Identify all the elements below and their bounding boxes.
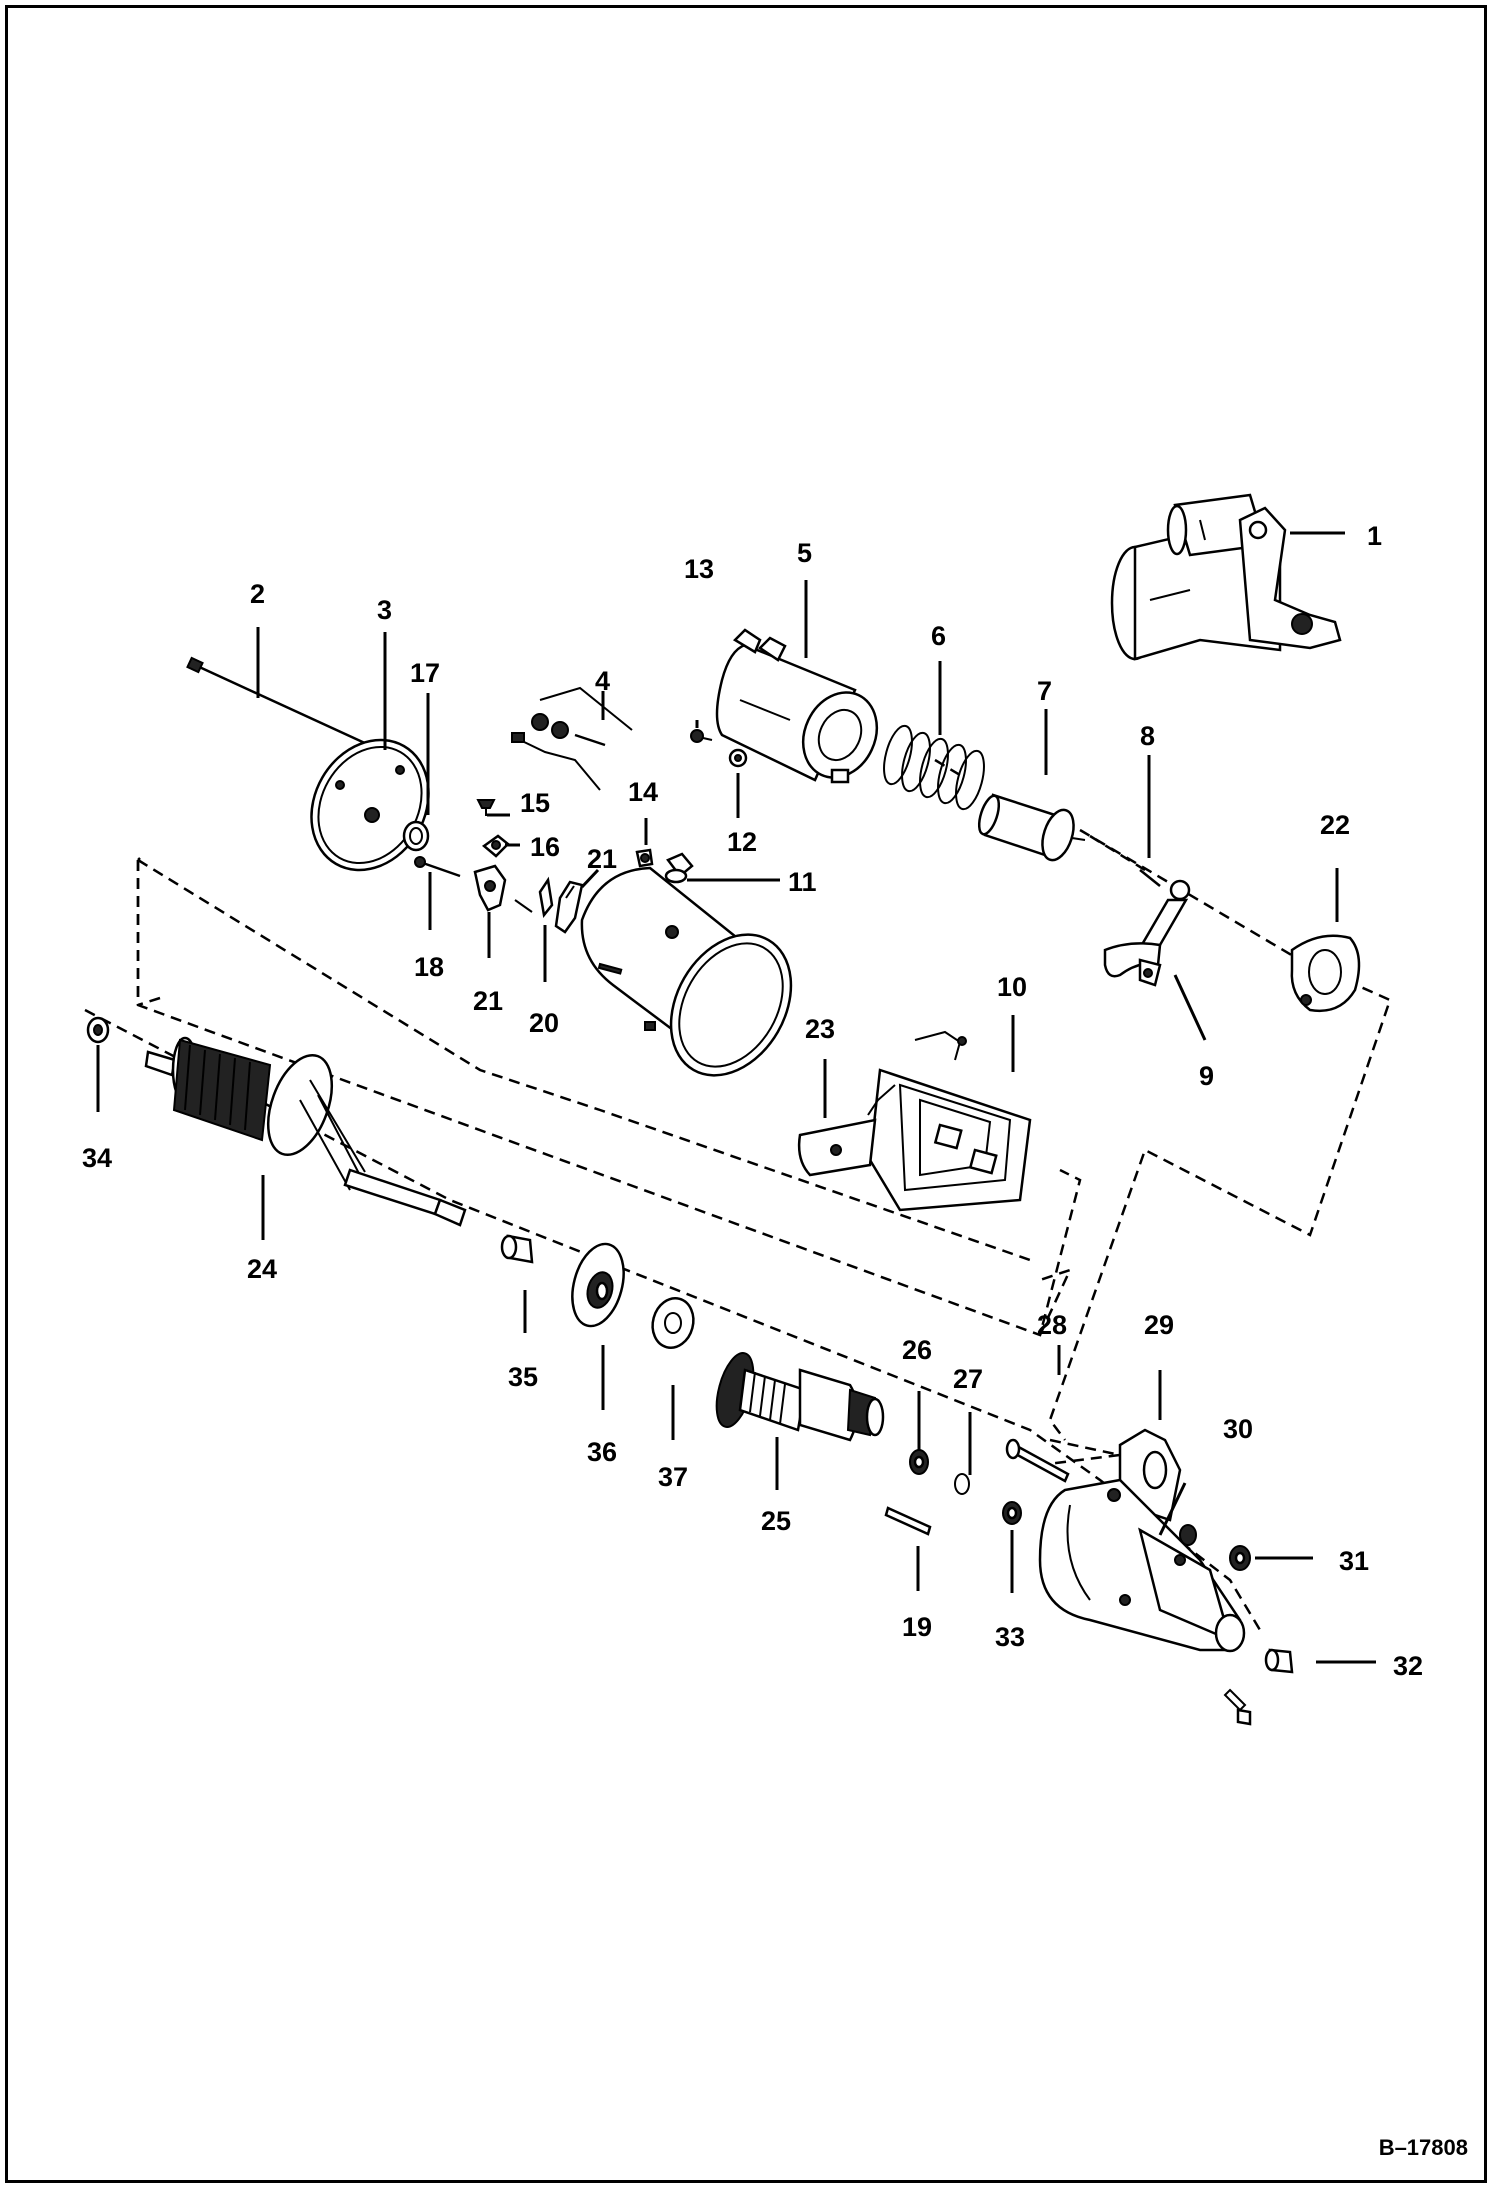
callout-25: 25 <box>761 1506 791 1536</box>
callout-18: 18 <box>414 952 444 982</box>
brush-plate-part <box>867 1030 1032 1212</box>
diagram-frame <box>5 5 1487 2183</box>
callout-34: 34 <box>82 1143 112 1173</box>
brush-21-part <box>554 880 584 934</box>
lead-kit-part <box>511 686 633 791</box>
callout-36: 36 <box>587 1437 617 1467</box>
screw-15-part <box>476 799 496 816</box>
nut-31-part <box>1229 1545 1251 1571</box>
callout-13: 13 <box>684 554 714 584</box>
shift-lever-part <box>1103 879 1191 987</box>
callout-31: 31 <box>1339 1546 1369 1576</box>
brush-holder-21-part <box>473 864 533 913</box>
callout-10: 10 <box>997 972 1027 1002</box>
drive-assembly-part <box>715 1352 885 1442</box>
nut-13-part <box>690 729 713 743</box>
spring-20-part <box>538 876 554 918</box>
callout-8: 8 <box>1140 721 1155 751</box>
washer-12-part <box>728 748 748 768</box>
solenoid-part <box>715 628 879 784</box>
field-frame-part <box>580 866 793 1077</box>
callout-22: 22 <box>1320 810 1350 840</box>
callout-35: 35 <box>508 1362 538 1392</box>
o-ring-part <box>402 820 430 852</box>
washer-37-part <box>651 1297 695 1349</box>
washer-30-part <box>1179 1524 1197 1546</box>
nut-14-part <box>635 848 654 868</box>
callout-21-upper: 21 <box>587 844 617 874</box>
pin-19-part <box>884 1506 932 1536</box>
callout-24: 24 <box>247 1254 277 1284</box>
screw-18-part <box>414 856 461 878</box>
callout-32: 32 <box>1393 1651 1423 1681</box>
stop-collar-26-part <box>909 1449 929 1475</box>
callout-9: 9 <box>1199 1061 1214 1091</box>
callout-23: 23 <box>805 1014 835 1044</box>
bearing-35-part <box>500 1234 534 1264</box>
armature-part <box>144 1036 467 1227</box>
bushing-34-part <box>86 1016 110 1044</box>
callout-2: 2 <box>250 579 265 609</box>
bushing-32-part <box>1223 1648 1294 1726</box>
callout-17: 17 <box>410 658 440 688</box>
washer-16-part <box>481 834 510 858</box>
ring-27-part <box>954 1473 970 1495</box>
callout-19: 19 <box>902 1612 932 1642</box>
reference-code: B–17808 <box>1379 2135 1468 2160</box>
callout-12: 12 <box>727 827 757 857</box>
callout-30: 30 <box>1223 1414 1253 1444</box>
callout-1: 1 <box>1367 521 1382 551</box>
pin-8-part <box>1139 869 1161 887</box>
callout-21-lower: 21 <box>473 986 503 1016</box>
leader-lines <box>96 531 1376 1664</box>
callout-14: 14 <box>628 777 658 807</box>
callout-28: 28 <box>1037 1310 1067 1340</box>
callout-27: 27 <box>953 1364 983 1394</box>
callout-37: 37 <box>658 1462 688 1492</box>
callout-20: 20 <box>529 1008 559 1038</box>
callout-6: 6 <box>931 621 946 651</box>
through-bolt-part <box>186 656 381 752</box>
pole-shoe-part <box>797 1118 877 1177</box>
boot-11-part <box>664 852 694 884</box>
callout-11: 11 <box>788 867 817 897</box>
callout-26: 26 <box>902 1335 932 1365</box>
plunger-part <box>977 793 1086 862</box>
callout-15: 15 <box>520 788 550 818</box>
spring-6-part <box>883 724 985 811</box>
drive-housing-part <box>1038 1428 1246 1653</box>
callout-5: 5 <box>797 538 812 568</box>
plate-22-part <box>1290 934 1361 1013</box>
callout-7: 7 <box>1037 676 1052 706</box>
callout-16: 16 <box>530 832 560 862</box>
starter-assembly-part <box>1110 493 1342 661</box>
collar-36-part <box>571 1242 625 1328</box>
callout-33: 33 <box>995 1622 1025 1652</box>
callout-numbers: 1 2 3 17 4 5 13 6 7 8 22 12 14 15 16 21 … <box>82 521 1423 1681</box>
washer-33-part <box>1002 1501 1022 1525</box>
callout-4: 4 <box>595 666 610 696</box>
callout-3: 3 <box>377 595 392 625</box>
bolt-28-part <box>1005 1438 1070 1483</box>
callout-29: 29 <box>1144 1310 1174 1340</box>
